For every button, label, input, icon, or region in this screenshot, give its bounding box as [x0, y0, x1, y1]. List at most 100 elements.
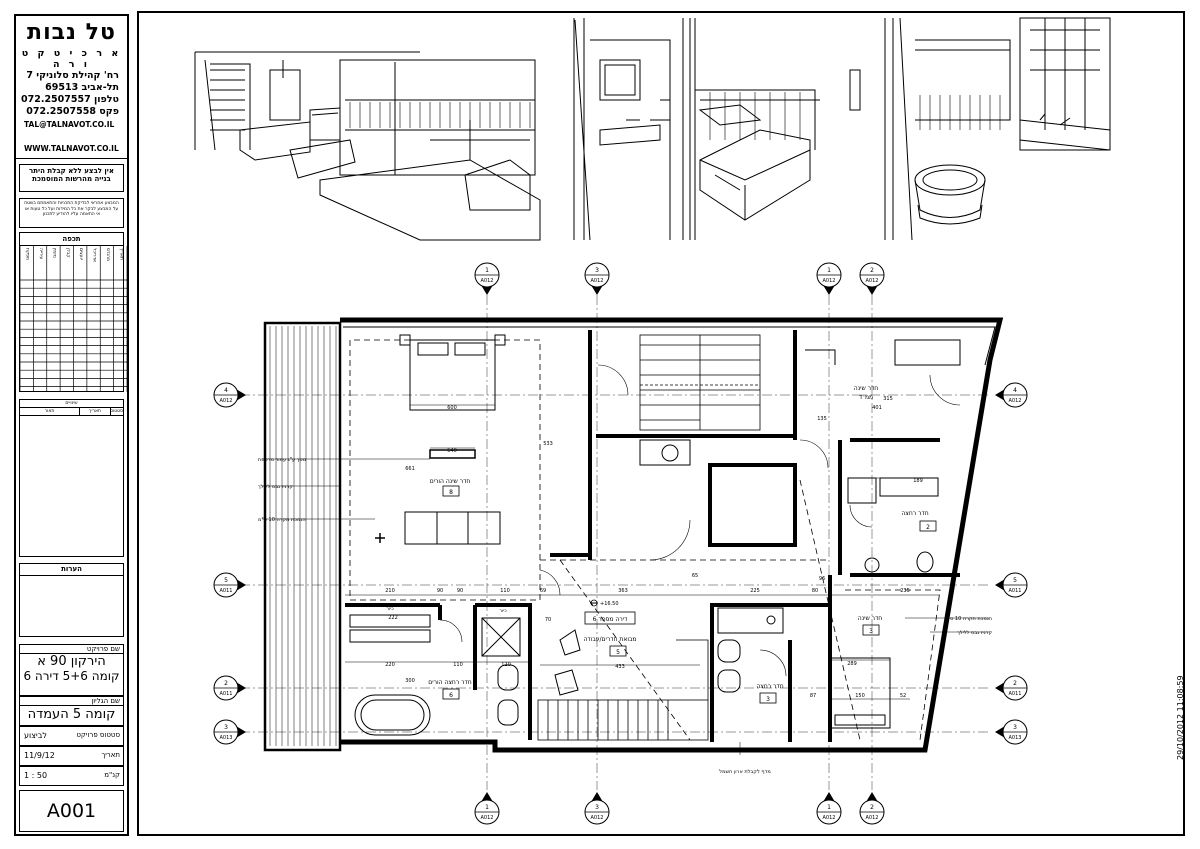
room-label-entrance: מבואת חדרים/עבודה — [583, 636, 636, 643]
section-number: 3 — [595, 804, 599, 811]
section-sheet-ref: A012 — [481, 815, 494, 821]
revision-column-header: מפקח — [25, 248, 30, 260]
room-label-safe-room: ממ"ד — [859, 394, 873, 401]
exterior-wall — [340, 317, 1004, 753]
revision-column-header: תאריך — [118, 248, 123, 260]
room-tags — [442, 485, 937, 704]
dim-text: 222 — [388, 615, 398, 621]
perspective-bedroom — [573, 18, 861, 241]
room-tag-3 — [862, 624, 880, 636]
sink-label-guest: כיור — [499, 609, 507, 614]
sheet-name-label: שם הגליון — [20, 697, 123, 706]
annotation-cornice-right: קרניז גבס ללילך — [957, 630, 992, 636]
balcony — [263, 321, 342, 752]
section-sheet-ref: A012 — [823, 815, 836, 821]
status-value: לביצוע — [24, 731, 47, 740]
scale-label: קנ"מ — [104, 771, 120, 779]
plan-labels: חדר שינה הורים 8 חדר שינה ממ"ד חדר רחצה … — [258, 385, 992, 775]
room-label-master-bath: חדר רחצה הורים — [428, 679, 472, 686]
dim-text: 80 — [812, 588, 818, 594]
dim-text: 189 — [913, 478, 923, 484]
dim-text: 315 — [883, 396, 893, 402]
room-number-8: 8 — [449, 489, 453, 496]
scale-value: 1 : 50 — [24, 771, 48, 780]
room-number-5: 5 — [616, 649, 620, 656]
notes-title: הערות — [20, 564, 123, 576]
perspective-bathroom — [884, 17, 1111, 241]
changes-col-date: תאריך — [79, 408, 110, 415]
apartment-label: דירה מספר 6 — [593, 616, 628, 623]
apartment-tag — [584, 611, 636, 625]
room-number-3: 3 — [869, 628, 873, 635]
room-number-6: 6 — [449, 692, 453, 699]
firm-address-line: תל-אביב 69513 — [45, 82, 119, 93]
firm-fax: פקס 072.2507558 — [26, 106, 119, 117]
dim-text: 65 — [692, 573, 698, 579]
sheet-name: קומה 5 העמדה — [27, 707, 116, 722]
section-number: 3 — [1013, 724, 1017, 731]
revision-grid: תאריךמהנדסאדריכליועציםקבלןמזמיןעירייהמפק… — [20, 246, 127, 392]
changes-col-description: תאור — [44, 409, 55, 414]
section-sheet-ref: A013 — [1009, 735, 1022, 741]
project-box: שם פרויקט הירקון 90 א קומה 5+6 דירה 6 — [19, 644, 124, 696]
section-number: 2 — [870, 804, 874, 811]
permit-disclaimer: אין לבצע ללא קבלת היתר בנייה מהרשות המוס… — [19, 164, 124, 192]
center-marker — [375, 533, 385, 543]
revision-table-title: תכפה — [20, 233, 123, 246]
kids-bathtub — [717, 607, 784, 634]
dim-text: 120 — [501, 662, 511, 668]
room-tag-3b — [759, 692, 777, 704]
section-number: 1 — [827, 267, 831, 274]
dim-text: 110 — [453, 662, 463, 668]
dim-text: 87 — [810, 693, 816, 699]
perspective-views — [194, 17, 1111, 241]
section-number: 4 — [224, 387, 228, 394]
annotation-ceiling-right: הנמכת תקרה 10 ס"מ — [944, 616, 992, 622]
section-number: 5 — [1013, 577, 1017, 584]
dim-text: 220 — [385, 662, 395, 668]
sink-label-master: כיור — [386, 607, 394, 612]
sheet-name-box: שם הגליון קומה 5 העמדה — [19, 696, 124, 726]
room-number-3b: 3 — [766, 696, 770, 703]
dim-text: 210 — [385, 588, 395, 594]
furniture — [349, 334, 961, 736]
dim-text: 90 — [457, 588, 463, 594]
project-label: שם פרויקט — [20, 645, 123, 654]
title-block: טל נבות א ר כ י ט ק ט ו ר ה רח' קהילת סל… — [14, 14, 129, 836]
dim-text: 69 — [540, 588, 546, 594]
room-tag-5 — [609, 645, 627, 657]
section-number: 1 — [485, 804, 489, 811]
room-label-kids-bath: חדר רחצה — [901, 510, 928, 517]
tv-unit — [429, 449, 476, 459]
revision-column-header: יועצים — [78, 248, 83, 260]
perspective-living-room — [194, 51, 541, 241]
dim-text: 363 — [618, 588, 628, 594]
section-sheet-ref: A012 — [823, 278, 836, 284]
floor-plan — [240, 295, 1004, 790]
dim-text: 235 — [900, 588, 910, 594]
section-sheet-ref: A011 — [1009, 588, 1022, 594]
annotation-screen: מסך ע"ג עמוד מרפסת — [258, 457, 306, 463]
section-number: 4 — [1013, 387, 1017, 394]
dim-text: 52 — [900, 693, 906, 699]
dim-text: 401 — [872, 405, 882, 411]
section-number: 1 — [485, 267, 489, 274]
ceiling-lines — [349, 339, 941, 741]
firm-address-line: רח' קהילת סלוניקי 7 — [26, 70, 119, 81]
revision-column-header: עירייה — [38, 248, 43, 259]
section-sheet-ref: A011 — [220, 691, 233, 697]
dimension-texts: 600 540 401 210 90 90 110 69 70 363 225 … — [385, 396, 923, 699]
room-tag-2 — [919, 520, 937, 532]
dim-text: 289 — [847, 661, 857, 667]
drawing-frame — [137, 11, 1185, 836]
